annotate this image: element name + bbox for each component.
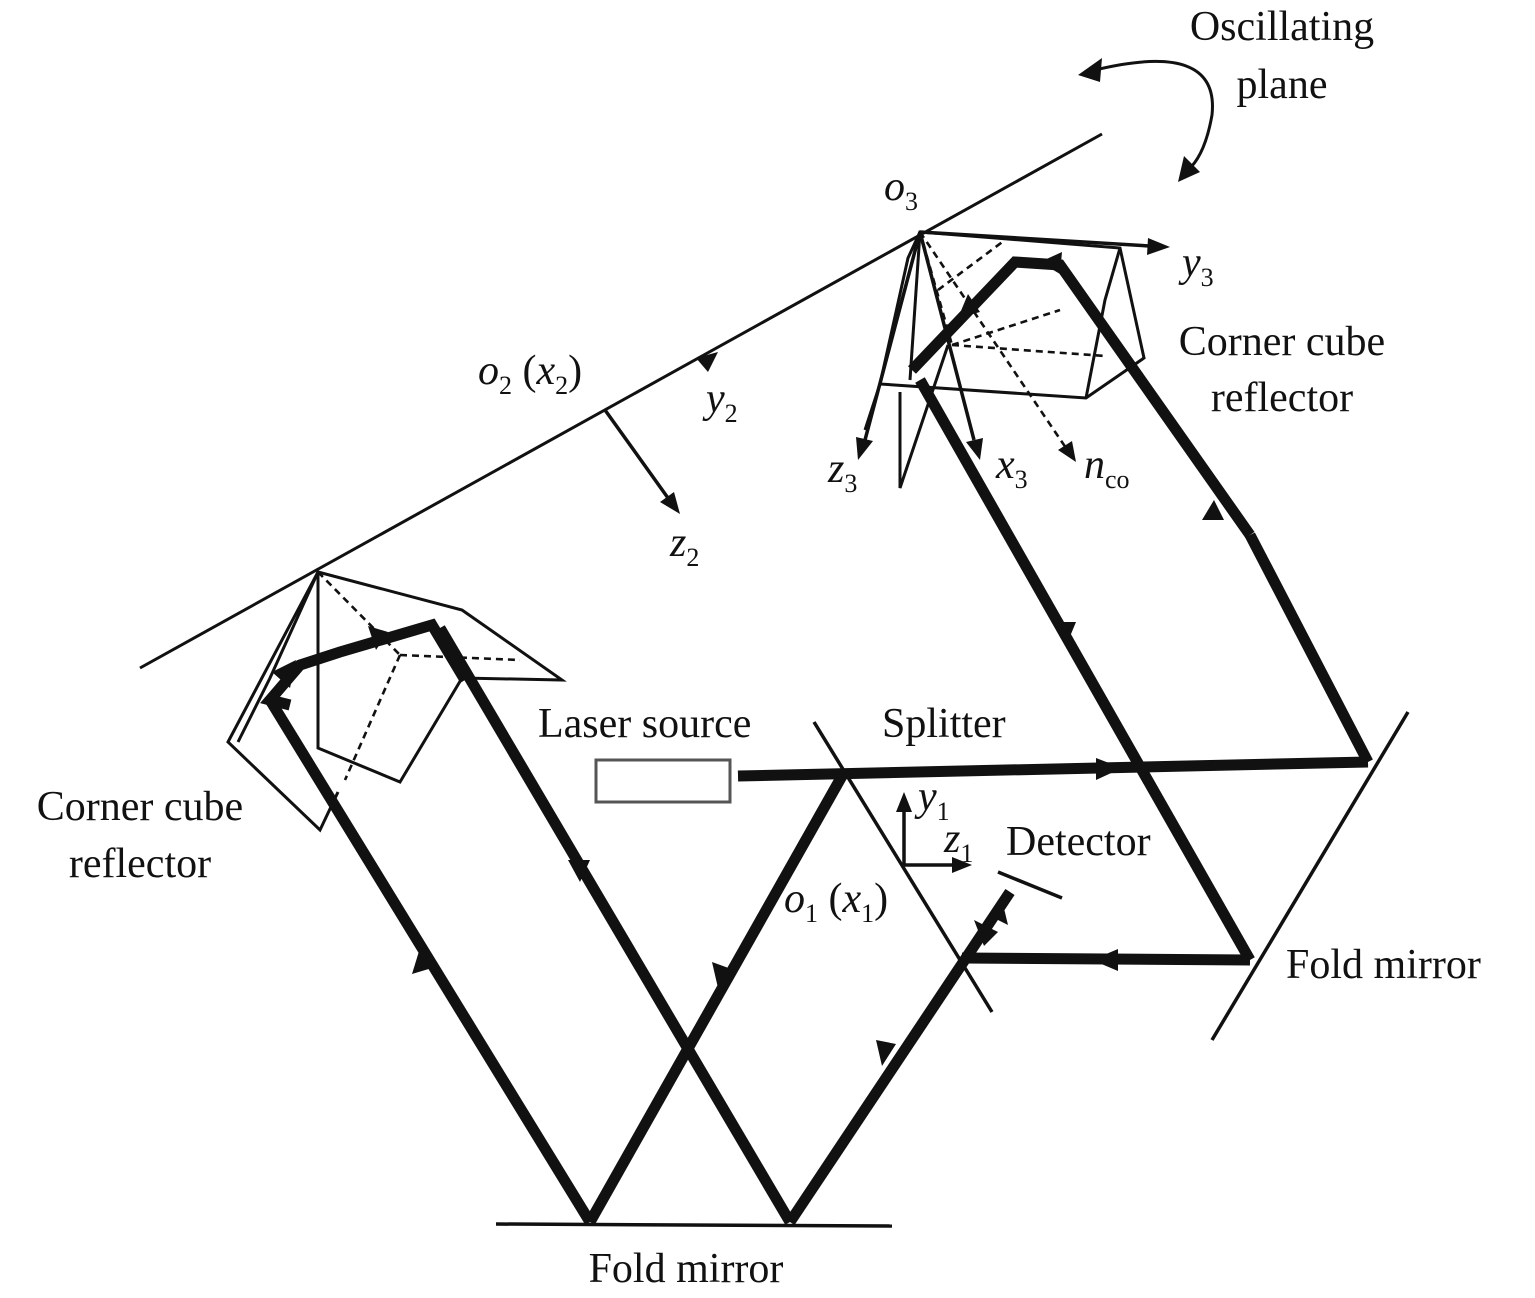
beam-left-inner xyxy=(435,625,795,1225)
laser-source-box xyxy=(594,758,732,804)
oscillating-plane-label-1: Oscillating xyxy=(1190,4,1374,50)
z3-label: z3 xyxy=(827,446,857,498)
beam-left-cube-loop xyxy=(260,618,470,711)
beam-right-down xyxy=(915,377,1255,963)
o2-axes xyxy=(603,352,718,514)
corner-cube-left-label-1: Corner cube xyxy=(37,784,243,830)
oscillation-arrow-icon xyxy=(1078,58,1214,182)
corner-cube-right-label-1: Corner cube xyxy=(1179,319,1385,365)
o3-label: o3 xyxy=(884,164,918,216)
fold-mirror-bottom-label: Fold mirror xyxy=(589,1246,784,1292)
fold-mirror-right-line xyxy=(1210,711,1410,1041)
x3-label: x3 xyxy=(995,442,1028,494)
corner-cube-right-label-2: reflector xyxy=(1211,375,1353,421)
detector-label: Detector xyxy=(1006,819,1151,865)
beam-right-up xyxy=(1245,532,1373,765)
beam-left-outer xyxy=(265,697,595,1225)
corner-cube-left-label-2: reflector xyxy=(69,841,211,887)
beam-bottom-right-up xyxy=(785,888,1015,1226)
z2-label: z2 xyxy=(669,520,699,572)
o1-label: o1 (x1) xyxy=(784,876,888,928)
beam-laser-horizontal xyxy=(737,756,1369,782)
beam-arrow-icon xyxy=(1040,252,1062,274)
detector-line xyxy=(997,870,1063,900)
o1-axes xyxy=(896,792,972,873)
laser-source-label: Laser source xyxy=(538,701,751,747)
nco-label: nco xyxy=(1084,442,1130,494)
beam-arrow-icon xyxy=(368,626,388,650)
o2-label: o2 (x2) xyxy=(478,348,582,400)
fold-mirror-bottom-line xyxy=(495,1222,893,1228)
splitter-line xyxy=(812,721,994,1013)
y2-label: y2 xyxy=(702,376,738,428)
z1-label: z1 xyxy=(943,816,973,868)
beam-arrows xyxy=(412,500,1224,1066)
beam-bottom-left-up xyxy=(585,773,847,1225)
beam-arrow-icon xyxy=(272,660,296,688)
oscillating-plane-line xyxy=(139,132,1103,670)
fold-mirror-right-label: Fold mirror xyxy=(1286,942,1481,988)
splitter-label: Splitter xyxy=(882,701,1006,747)
beam-arrow-icon xyxy=(958,294,980,318)
y1-label: y1 xyxy=(914,774,950,826)
oscillating-plane-label-2: plane xyxy=(1237,62,1328,108)
y3-label: y3 xyxy=(1178,240,1214,292)
